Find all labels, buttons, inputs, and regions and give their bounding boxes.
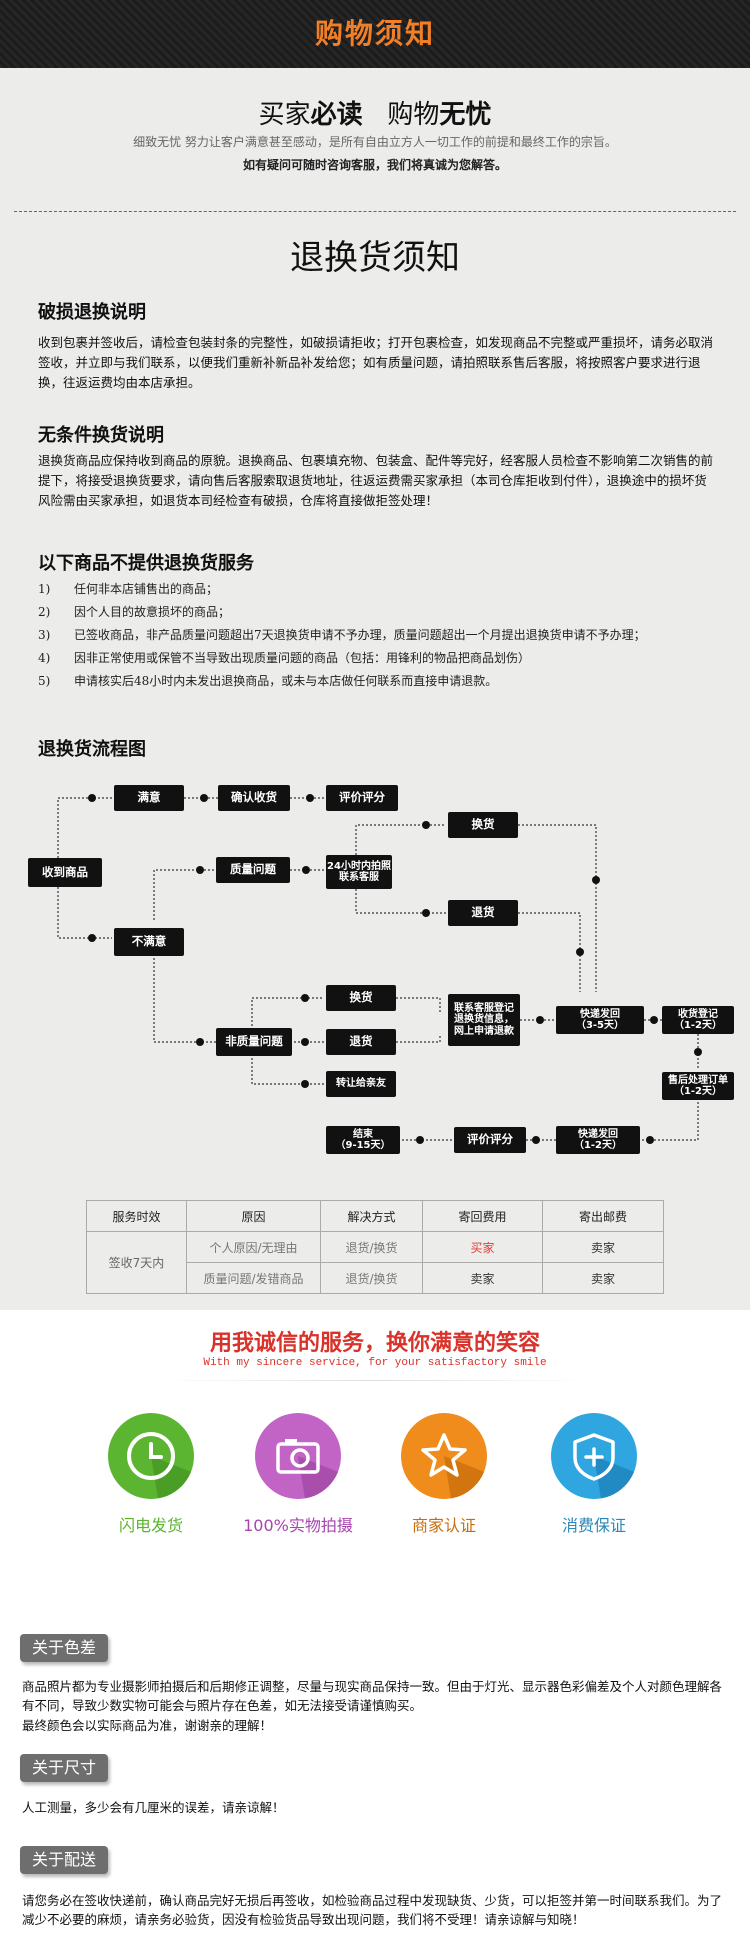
- excluded-heading: 以下商品不提供退换货服务: [38, 553, 254, 574]
- flow-process: 售后处理订单 （1-2天）: [662, 1072, 734, 1100]
- color-tag: 关于色差: [20, 1634, 109, 1662]
- table-header: 寄出邮费: [542, 1200, 664, 1232]
- badge-label-photo: 100%实物拍摄: [243, 1516, 353, 1535]
- list-item: 3)已签收商品，非产品质量问题超出7天退换货申请不予办理，质量问题超出一个月提出…: [38, 628, 646, 642]
- slogan: 用我诚信的服务，换你满意的笑容: [209, 1331, 540, 1356]
- flow-contact-cs: 联系客服登记退换货信息，网上申请退款: [448, 994, 520, 1046]
- page-title: 购物须知: [314, 17, 435, 50]
- flow-confirm: 确认收货: [218, 785, 290, 811]
- camera-icon: [255, 1413, 341, 1499]
- intro-title-c: 购物: [387, 100, 440, 130]
- badge-label-certified: 商家认证: [411, 1516, 476, 1535]
- flow-exchange2: 换货: [326, 985, 396, 1011]
- intro-title-a: 买家: [258, 100, 311, 130]
- table-cell: 质量问题/发错商品: [186, 1262, 321, 1294]
- excluded-list: 1)任何非本店铺售出的商品； 2)因个人目的故意损坏的商品； 3)已签收商品，非…: [38, 578, 738, 693]
- table-row: 签收7天内 个人原因/无理由 退货/换货 买家 卖家: [86, 1231, 664, 1294]
- intro-title: 买家必读 购物无忧: [0, 94, 750, 131]
- flow-ship2: 快递发回 （1-2天）: [556, 1126, 640, 1154]
- damage-text: 收到包裹并签收后，请检查包装封条的完整性，如破损请拒收；打开包裹检查，如发现商品…: [38, 335, 714, 390]
- flow-unsatisfied: 不满意: [114, 928, 184, 956]
- intro-title-b: 必读: [310, 100, 363, 130]
- color-text-2: 最终颜色会以实际商品为准，谢谢亲的理解！: [22, 1718, 273, 1733]
- size-text: 人工测量，多少会有几厘米的误差，请亲谅解！: [22, 1800, 285, 1815]
- table-cell: 卖家: [542, 1262, 664, 1294]
- list-item: 4)因非正常使用或保管不当导致出现质量问题的商品（包括：用锋利的物品把商品划伤）: [38, 651, 531, 665]
- table-cell: 卖家: [542, 1231, 664, 1263]
- table-header: 寄回费用: [422, 1200, 543, 1232]
- delivery-text: 请您务必在签收快递前，确认商品完好无损后再签收，如检验商品过程中发现缺货、少货，…: [22, 1893, 723, 1927]
- dashed-divider: [14, 211, 736, 212]
- table-cell: 退货/换货: [320, 1262, 423, 1294]
- flow-transfer: 转让给亲友: [326, 1071, 396, 1097]
- size-tag: 关于尺寸: [20, 1754, 109, 1782]
- table-row: 质量问题/发错商品 退货/换货 卖家 卖家: [87, 1262, 664, 1294]
- list-item: 1)任何非本店铺售出的商品；: [38, 582, 219, 596]
- intro-subtitle: 细致无忧 努力让客户满意甚至感动，是所有自由立方人一切工作的前提和最终工作的宗旨…: [133, 135, 617, 149]
- table-cell: 签收7天内: [86, 1231, 187, 1294]
- unconditional-heading: 无条件换货说明: [38, 425, 164, 446]
- table-cell: 退货/换货: [320, 1231, 423, 1263]
- shield-plus-icon: [551, 1413, 637, 1499]
- damage-heading: 破损退换说明: [38, 302, 146, 323]
- flow-satisfied: 满意: [114, 785, 184, 811]
- star-icon: [401, 1413, 487, 1499]
- color-text: 商品照片都为专业摄影师拍摄后和后期修正调整，尽量与现实商品保持一致。但由于灯光、…: [22, 1679, 723, 1713]
- header-banner: [0, 0, 750, 68]
- table-header-row: 服务时效 原因 解决方式 寄回费用 寄出邮费: [86, 1200, 664, 1232]
- table-header: 解决方式: [320, 1200, 423, 1232]
- slogan-en: With my sincere service, for your satisf…: [203, 1357, 547, 1369]
- flow-return2: 退货: [326, 1029, 396, 1055]
- returns-title: 退换货须知: [290, 238, 460, 278]
- flow-contact24: 24小时内拍照联系客服: [326, 855, 392, 889]
- badge-label-guarantee: 消费保证: [561, 1516, 626, 1535]
- flow-heading: 退换货流程图: [38, 739, 146, 760]
- flow-end: 结束 （9-15天）: [326, 1126, 400, 1154]
- flow-received: 收到商品: [28, 858, 102, 887]
- flow-review: 评价评分: [326, 785, 398, 811]
- flow-quality: 质量问题: [216, 857, 290, 883]
- badge-label-shipping: 闪电发货: [118, 1516, 183, 1535]
- clock-icon: [108, 1413, 194, 1499]
- intro-subtitle-bold: 如有疑问可随时咨询客服，我们将真诚为您解答。: [242, 158, 507, 172]
- flow-exchange1: 换货: [448, 812, 518, 838]
- flow-review2: 评价评分: [454, 1127, 526, 1153]
- table-cell: 卖家: [422, 1262, 543, 1294]
- delivery-tag: 关于配送: [20, 1846, 109, 1874]
- flow-registered: 收货登记 （1-2天）: [662, 1006, 734, 1034]
- flow-ship1: 快递发回 （3-5天）: [556, 1006, 644, 1034]
- promise-section: [0, 1310, 750, 1954]
- table-cell-highlight: 买家: [422, 1231, 543, 1263]
- unconditional-text: 退换货商品应保持收到商品的原貌。退换商品、包裹填充物、包装盒、配件等完好，经客服…: [38, 453, 714, 508]
- table-header: 原因: [186, 1200, 321, 1232]
- slogan-divider: [160, 1380, 590, 1381]
- list-item: 5)申请核实后48小时内未发出退换商品，或未与本店做任何联系而直接申请退款。: [38, 674, 498, 688]
- flow-return1: 退货: [448, 900, 518, 926]
- intro-title-d: 无忧: [439, 100, 492, 130]
- flow-nonquality: 非质量问题: [216, 1028, 292, 1056]
- list-item: 2)因个人目的故意损坏的商品；: [38, 605, 231, 619]
- table-cell: 个人原因/无理由: [186, 1231, 321, 1263]
- service-table: 服务时效 原因 解决方式 寄回费用 寄出邮费 签收7天内 个人原因/无理由 退货…: [86, 1200, 664, 1294]
- table-header: 服务时效: [86, 1200, 187, 1232]
